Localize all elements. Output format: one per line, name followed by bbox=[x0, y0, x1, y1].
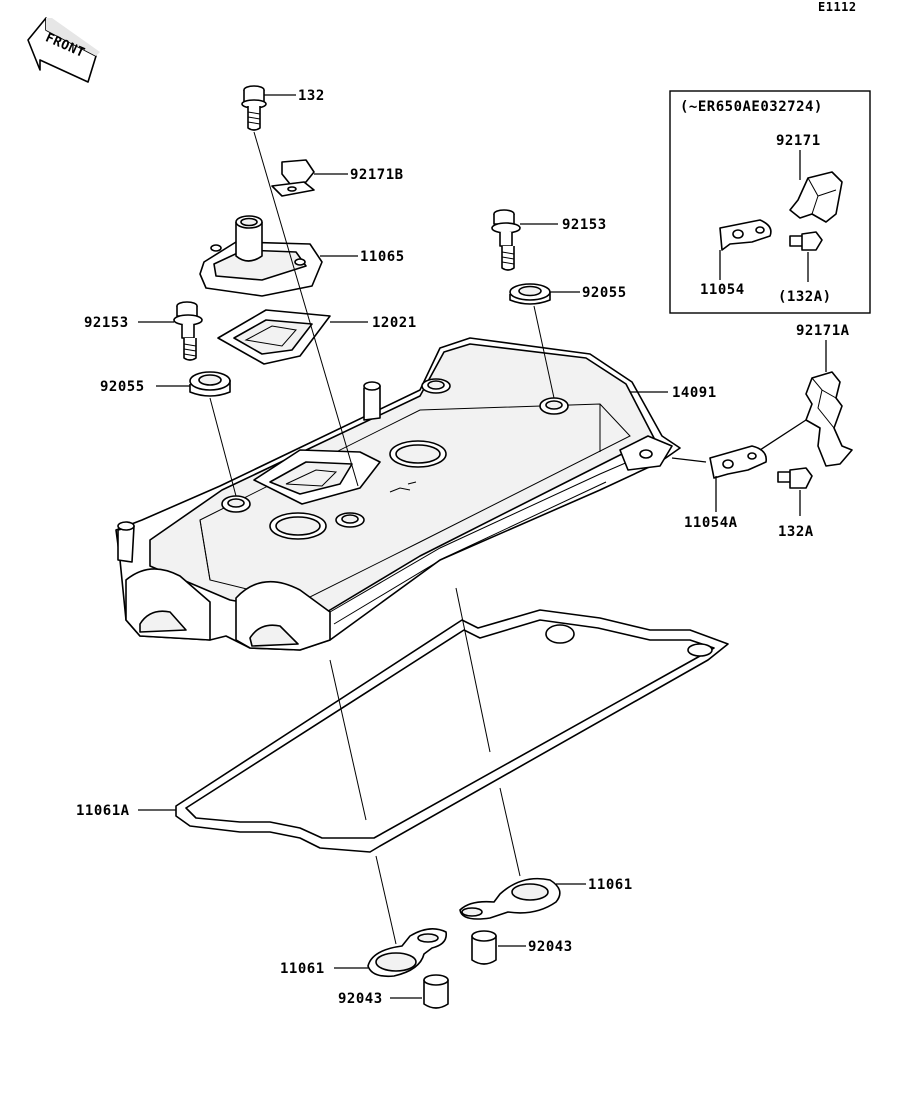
assembly-guide-lines bbox=[209, 131, 555, 945]
bolt-132A-icon bbox=[777, 467, 813, 489]
collar-92043-left-icon bbox=[423, 974, 449, 1009]
label-11065: 11065 bbox=[360, 249, 405, 265]
diagram-code: E1112 bbox=[818, 0, 857, 14]
label-11061A: 11061A bbox=[76, 803, 130, 819]
washer-92055-right-icon bbox=[509, 283, 551, 305]
inset-title: (~ER650AE032724) bbox=[680, 99, 823, 115]
gasket-11061-left-icon bbox=[367, 928, 448, 978]
label-92153-left: 92153 bbox=[84, 315, 129, 331]
inset-bolt-icon bbox=[789, 231, 823, 251]
gasket-11061-right-icon bbox=[459, 877, 561, 920]
collar-92043-right-icon bbox=[471, 930, 497, 965]
label-132: 132 bbox=[298, 88, 325, 104]
head-cover-14091-icon bbox=[115, 337, 681, 651]
label-11061-right: 11061 bbox=[588, 877, 633, 893]
label-11061-left: 11061 bbox=[280, 961, 325, 977]
bracket-11054A-icon bbox=[709, 445, 768, 479]
bolt-92153-left-icon bbox=[173, 301, 203, 361]
inset-label-11054: 11054 bbox=[700, 282, 745, 298]
label-92153-right: 92153 bbox=[562, 217, 607, 233]
clamp-92171A-icon bbox=[805, 371, 853, 467]
label-92055-left: 92055 bbox=[100, 379, 145, 395]
cover-11065-icon bbox=[199, 215, 323, 297]
bolt-92153-right-icon bbox=[491, 209, 521, 271]
label-92043-left: 92043 bbox=[338, 991, 383, 1007]
washer-92055-left-icon bbox=[189, 371, 231, 397]
gasket-12021-icon bbox=[217, 309, 331, 365]
inset-label-132A: (132A) bbox=[778, 289, 832, 305]
front-arrow-icon: FRONT bbox=[27, 17, 100, 83]
label-12021: 12021 bbox=[372, 315, 417, 331]
label-132A: 132A bbox=[778, 524, 814, 540]
clamp-92171B-icon bbox=[271, 159, 315, 197]
label-92055-right: 92055 bbox=[582, 285, 627, 301]
inset-clamp-icon bbox=[789, 171, 843, 223]
label-11054A: 11054A bbox=[684, 515, 738, 531]
label-92043-right: 92043 bbox=[528, 939, 573, 955]
label-92171B: 92171B bbox=[350, 167, 404, 183]
gasket-11061A-icon bbox=[175, 609, 729, 853]
label-92171A: 92171A bbox=[796, 323, 850, 339]
inset-bracket-icon bbox=[719, 219, 772, 251]
inset-label-92171: 92171 bbox=[776, 133, 821, 149]
inset-box: (~ER650AE032724) 92171 11054 (132A) bbox=[669, 90, 871, 314]
bolt-132-icon bbox=[241, 85, 267, 131]
label-14091: 14091 bbox=[672, 385, 717, 401]
